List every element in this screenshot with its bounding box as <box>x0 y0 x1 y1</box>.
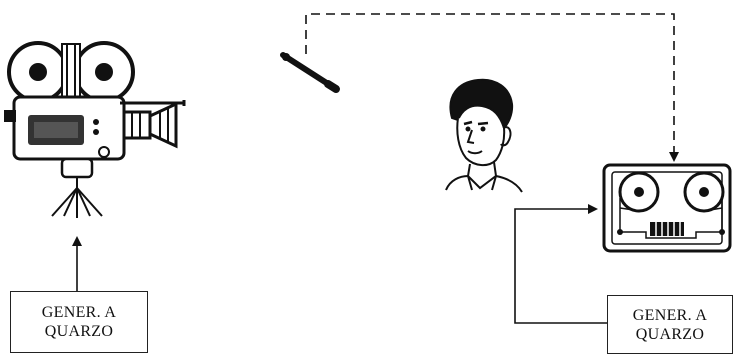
gen-right-to-recorder-connector <box>515 209 607 323</box>
box-left-line2: QUARZO <box>45 322 113 341</box>
box-right-line1: GENER. A <box>633 306 707 325</box>
microphone-icon <box>282 53 336 89</box>
film-camera-icon <box>4 43 184 218</box>
person-portrait-icon <box>446 80 522 192</box>
box-left-line1: GENER. A <box>42 303 116 322</box>
box-right-line2: QUARZO <box>636 325 704 344</box>
quartz-generator-box-left: GENER. A QUARZO <box>10 291 148 353</box>
reel-to-reel-recorder-icon <box>604 165 730 251</box>
quartz-generator-box-right: GENER. A QUARZO <box>607 295 733 354</box>
